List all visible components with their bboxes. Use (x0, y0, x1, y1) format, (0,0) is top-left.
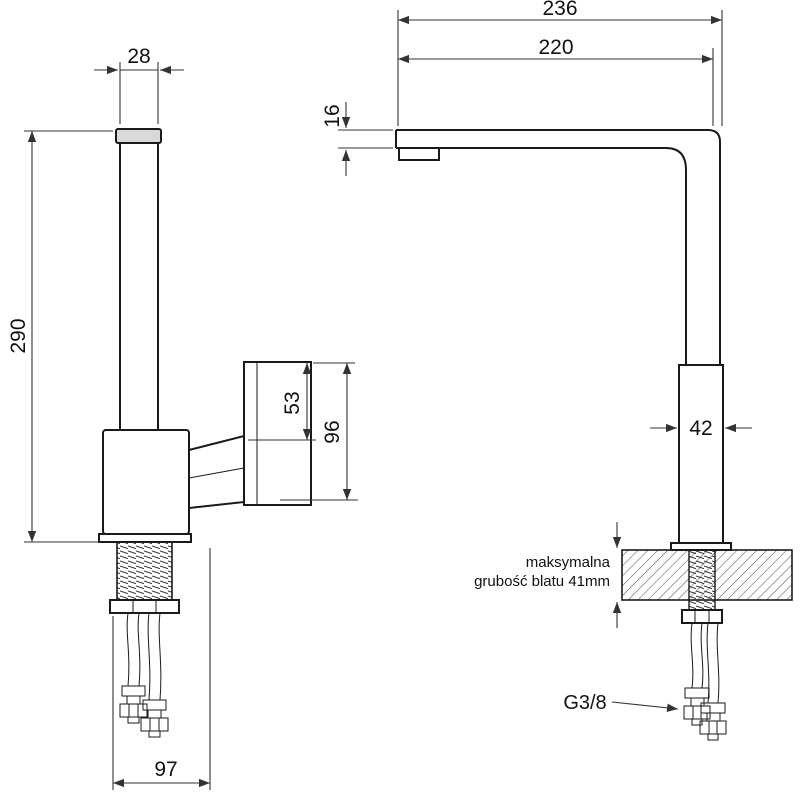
thread-size-label: G3/8 (563, 692, 606, 714)
dim-label-290: 290 (7, 318, 30, 353)
dim-label-236: 236 (542, 0, 577, 20)
dim-label-28: 28 (127, 45, 150, 68)
right-faucet-body (678, 364, 724, 544)
left-faucet-view (98, 128, 312, 738)
right-faucet-hose-2 (699, 622, 727, 741)
dim-label-16: 16 (321, 104, 344, 127)
dim-label-96: 96 (321, 420, 344, 443)
left-faucet-spout-column (119, 142, 159, 431)
right-faucet-view (395, 129, 793, 741)
right-faucet-spout-outer (396, 129, 721, 365)
dim-28: 28 (94, 45, 184, 124)
left-faucet-hose-2 (140, 612, 169, 738)
dim-label-97: 97 (154, 758, 177, 781)
dim-label-53: 53 (281, 391, 304, 414)
right-faucet-threaded-shank (688, 549, 716, 611)
thread-callout: G3/8 (563, 692, 679, 714)
left-faucet-base-flange (98, 533, 192, 543)
right-faucet-spout-inner (396, 147, 687, 365)
right-faucet-aerator (398, 147, 440, 161)
right-faucet-base-flange (670, 542, 732, 551)
countertop-note-line2: grubość blatu 41mm (474, 573, 610, 590)
left-faucet-handle (243, 361, 312, 506)
right-faucet-mounting-nut (681, 609, 723, 624)
countertop-note-line1: maksymalna (526, 554, 611, 571)
left-faucet-threaded-shank (116, 541, 173, 601)
left-faucet-handle-joint (188, 434, 245, 510)
dim-220: 220 (398, 36, 714, 126)
dim-label-42: 42 (689, 417, 712, 440)
dim-label-220: 220 (538, 36, 573, 59)
left-faucet-top-cap (115, 128, 162, 144)
left-faucet-body (102, 429, 190, 535)
left-faucet-hose-1 (119, 612, 148, 724)
right-faucet-hose-1 (683, 622, 711, 726)
dim-97: 97 (112, 548, 211, 790)
dim-236: 236 (397, 0, 723, 126)
dim-16: 16 (321, 102, 393, 176)
dim-290: 290 (7, 130, 113, 543)
dim-53: 53 (248, 362, 355, 441)
dim-42: 42 (650, 417, 752, 440)
dim-96: 96 (280, 363, 358, 501)
left-faucet-mounting-nut (109, 599, 180, 614)
left-faucet-joint-line (188, 467, 245, 479)
dim-countertop-thickness: maksymalna grubość blatu 41mm (474, 522, 622, 628)
